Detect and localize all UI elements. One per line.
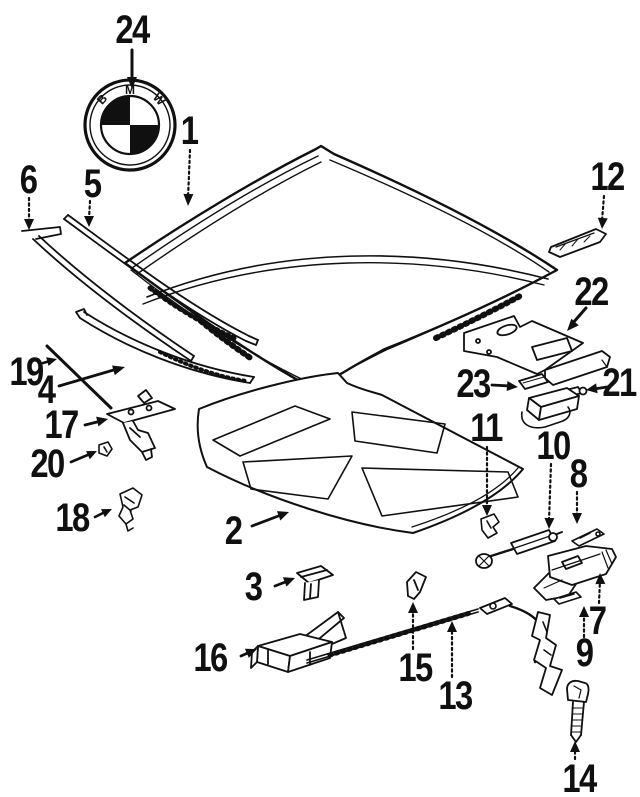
- callout-arrow-20: [69, 451, 97, 464]
- hood-latch-7: [533, 545, 617, 601]
- callout-arrow-14: [570, 741, 580, 761]
- callout-arrow-21: [586, 383, 609, 394]
- callout-label-19: 19: [9, 350, 44, 394]
- emblem-quadrant-upper-left: [101, 96, 130, 125]
- callout-label-12: 12: [590, 155, 625, 199]
- pad-23: [518, 373, 549, 390]
- callout-label-7: 7: [588, 599, 607, 643]
- callout-arrow-24: [127, 48, 137, 89]
- lock-block-21: [520, 386, 588, 429]
- striker-pin-14: [566, 679, 590, 743]
- pad-edge-double: [411, 467, 519, 528]
- bracket-12: [548, 228, 607, 258]
- callout-label-9: 9: [575, 631, 594, 675]
- release-handle-16: [250, 611, 347, 673]
- callout-label-18: 18: [55, 496, 90, 540]
- fastener-8: [571, 528, 605, 547]
- release-cable-13: [306, 597, 563, 696]
- callout-arrow-4: [57, 365, 125, 388]
- callout-label-3: 3: [244, 565, 263, 609]
- callout-label-20: 20: [30, 442, 65, 486]
- callout-label-6: 6: [19, 158, 38, 202]
- callout-arrow-7: [595, 573, 606, 605]
- callout-label-24: 24: [115, 8, 150, 52]
- callout-arrow-23: [490, 381, 518, 392]
- callout-arrow-2: [250, 511, 289, 528]
- latch-release-lever: [531, 611, 563, 696]
- callout-label-1: 1: [180, 109, 199, 153]
- callout-label-11: 11: [470, 406, 503, 450]
- callout-arrow-3: [273, 577, 295, 588]
- callout-arrow-12: [597, 194, 608, 229]
- clip-11: [480, 513, 500, 539]
- callout-arrow-8: [572, 490, 582, 524]
- callout-label-16: 16: [193, 636, 228, 680]
- front-molding-strip-5: [63, 214, 259, 346]
- callout-arrow-5: [84, 199, 94, 227]
- fastener-9: [553, 591, 582, 605]
- callout-label-13: 13: [438, 674, 473, 718]
- emblem-letter-m: M: [125, 83, 135, 97]
- callout-label-15: 15: [398, 646, 433, 690]
- callout-arrow-22: [567, 306, 588, 331]
- hood-rear-trim-line: [131, 155, 319, 269]
- hood-crease-line1: [146, 255, 549, 298]
- hood-hatch-right: [433, 293, 523, 341]
- rod-19: [45, 344, 113, 410]
- hood-crease-line2: [142, 262, 545, 305]
- gas-strut-10: [475, 529, 563, 569]
- pad-cutout-a: [212, 405, 331, 457]
- callout-label-10: 10: [536, 424, 571, 468]
- clip-3: [296, 565, 334, 601]
- callout-label-23: 23: [456, 362, 491, 406]
- callout-label-4: 4: [37, 368, 56, 412]
- emblem-quadrant-lower-right: [130, 125, 159, 154]
- strip5-hatch: [147, 285, 239, 342]
- callout-arrow-9: [579, 606, 589, 639]
- callout-label-14: 14: [562, 757, 597, 797]
- callout-arrow-6: [24, 196, 34, 230]
- callout-label-8: 8: [569, 452, 588, 496]
- callout-arrow-10: [544, 462, 555, 529]
- hood-rear-trim-line2: [136, 161, 322, 275]
- callout-arrow-16: [239, 648, 257, 658]
- callout-arrow-15: [408, 602, 418, 651]
- clip-20: [98, 441, 113, 457]
- callout-arrow-19: [41, 357, 57, 366]
- insulation-pad-2: [196, 372, 524, 534]
- pad-cutout-c: [242, 455, 353, 500]
- callout-arrow-17: [83, 416, 108, 427]
- cowl-seal-strip-6: [21, 226, 195, 362]
- cable-hatch: [327, 610, 473, 658]
- callout-arrow-1: [183, 148, 194, 206]
- hood-hinge-17: [106, 389, 176, 461]
- bmw-emblem: B M W: [83, 78, 177, 172]
- grommet-18: [118, 487, 143, 532]
- callout-label-22: 22: [574, 270, 609, 314]
- cable-clip-15: [406, 571, 427, 600]
- callout-label-21: 21: [602, 361, 637, 405]
- molding-strip-4: [75, 308, 255, 384]
- strip4-hatch: [158, 350, 248, 383]
- hood-front-inner-line: [319, 273, 550, 385]
- callout-label-17: 17: [44, 403, 79, 447]
- callout-arrows: [24, 48, 609, 761]
- callout-arrow-11: [482, 445, 492, 516]
- pad-cutout-b: [351, 411, 446, 454]
- callout-arrow-18: [93, 509, 112, 519]
- callout-label-5: 5: [83, 162, 102, 206]
- callout-arrow-13: [447, 621, 457, 679]
- callout-label-2: 2: [224, 509, 243, 553]
- pad-cutout-d: [361, 467, 519, 517]
- hood-right-inner-line: [329, 159, 550, 273]
